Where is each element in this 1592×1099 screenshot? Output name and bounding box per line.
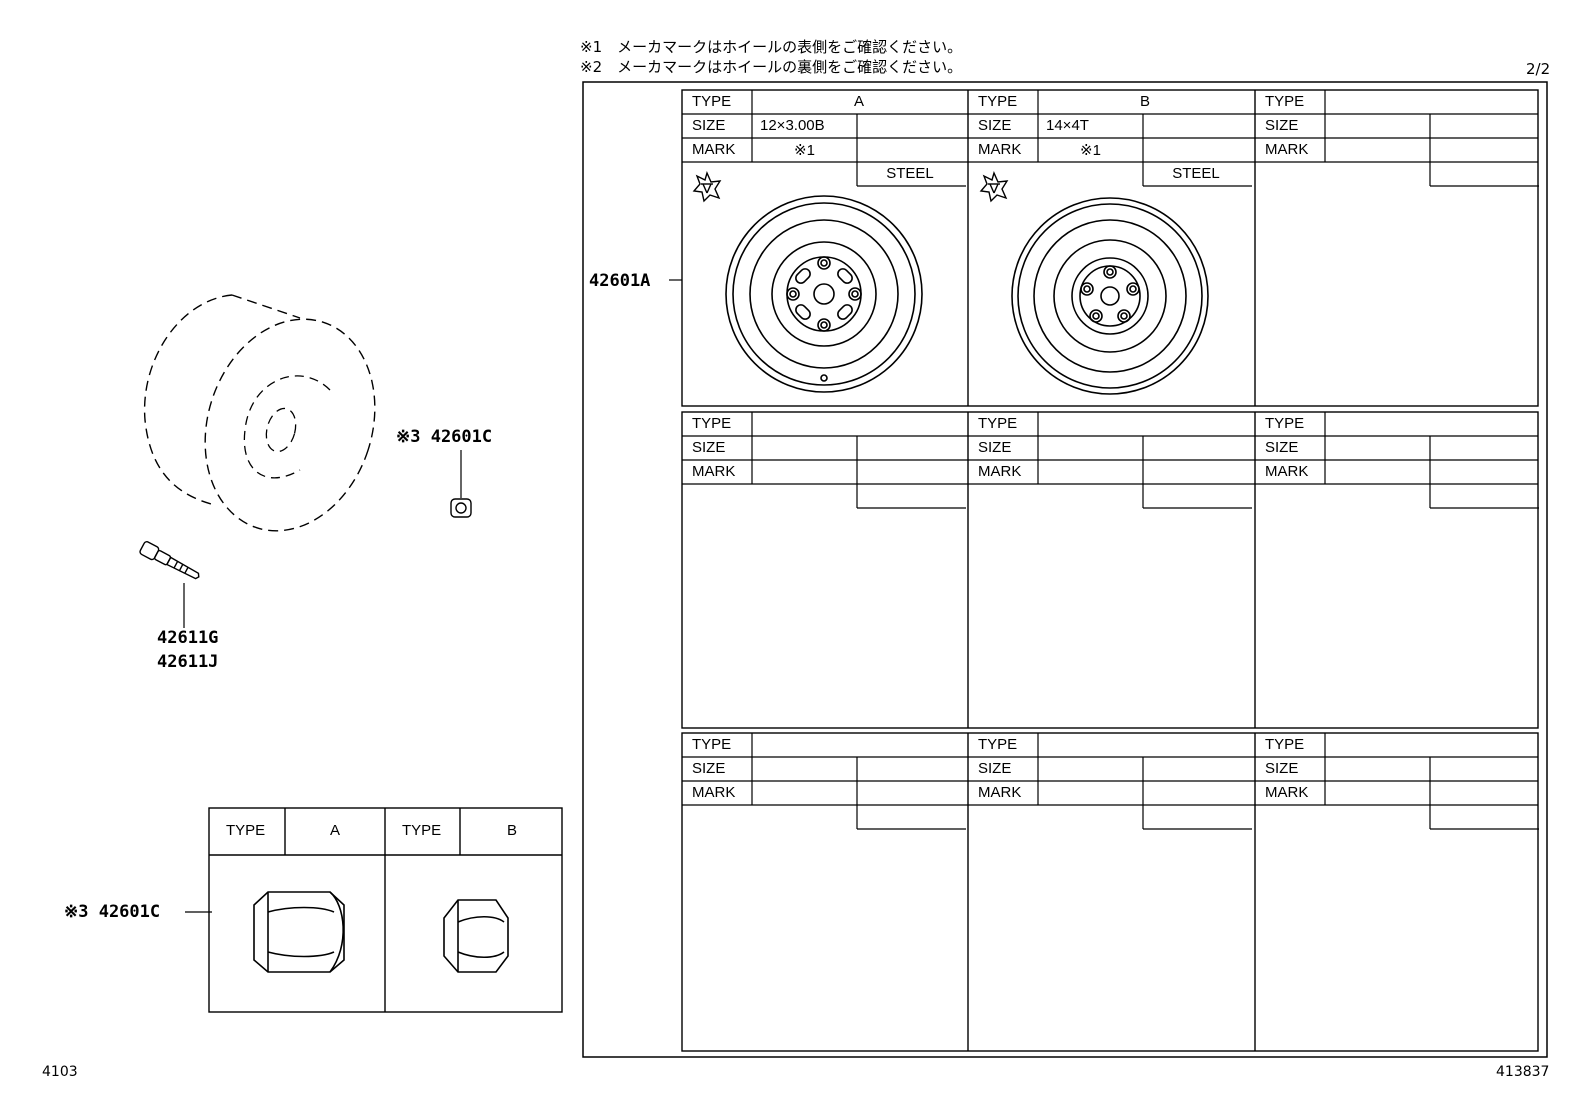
- cell-type-label: TYPE: [692, 93, 732, 110]
- cell-type-label: TYPE: [1265, 93, 1305, 110]
- cell-type-value: A: [853, 93, 864, 110]
- cell-mark-label: MARK: [692, 141, 736, 158]
- cell-mark-value: ※1: [1080, 142, 1101, 159]
- cell-mark-value: ※1: [794, 142, 815, 159]
- cell-type-label: TYPE: [978, 93, 1018, 110]
- cell-material-value: STEEL: [886, 165, 934, 182]
- cell-type-label: TYPE: [692, 415, 732, 432]
- part-number-nut-table[interactable]: ※3 42601C: [64, 902, 161, 922]
- cell-size-label: SIZE: [978, 439, 1012, 456]
- cell-size-label: SIZE: [978, 760, 1012, 777]
- wheel-b-drawing: [1011, 197, 1209, 395]
- cell-type-value: B: [1139, 93, 1150, 110]
- right-frame: [582, 81, 1548, 1058]
- nut-type-a-icon: [253, 891, 345, 973]
- cell-material-value: STEEL: [1172, 165, 1220, 182]
- cell-size-value: 14×4T: [1046, 117, 1089, 134]
- wheel-grid: [681, 89, 1539, 1052]
- note-2: ※2 メーカマークはホイールの裏側をご確認ください。: [580, 58, 963, 76]
- cell-mark-label: MARK: [692, 784, 736, 801]
- part-number-nut[interactable]: ※3 42601C: [396, 427, 493, 447]
- cell-size-label: SIZE: [692, 760, 726, 777]
- lug-nut-icon: [450, 498, 472, 518]
- tire-outline: [143, 294, 376, 532]
- wheel-hub-outline: [243, 375, 331, 479]
- cell-type-label: TYPE: [978, 736, 1018, 753]
- cell-type-label: TYPE: [978, 415, 1018, 432]
- footer-right-ref: 413837: [1496, 1064, 1550, 1080]
- page-number: 2/2: [1526, 60, 1551, 78]
- cell-size-label: SIZE: [1265, 760, 1299, 777]
- nut-table-type-label: TYPE: [226, 822, 266, 839]
- cell-size-value: 12×3.00B: [760, 117, 825, 134]
- footer-left-ref: 4103: [42, 1064, 78, 1080]
- nut-table-type-label: TYPE: [402, 822, 442, 839]
- cell-mark-label: MARK: [1265, 141, 1309, 158]
- cell-size-label: SIZE: [978, 117, 1012, 134]
- valve-stem-icon: [139, 541, 200, 580]
- wheel-a-drawing: [725, 195, 923, 393]
- cell-type-label: TYPE: [1265, 415, 1305, 432]
- note-1: ※1 メーカマークはホイールの表側をご確認ください。: [580, 38, 963, 56]
- cell-mark-label: MARK: [692, 463, 736, 480]
- cell-type-label: TYPE: [1265, 736, 1305, 753]
- cell-size-label: SIZE: [1265, 439, 1299, 456]
- part-number-valve-1[interactable]: 42611G: [157, 628, 219, 648]
- cell-mark-label: MARK: [978, 463, 1022, 480]
- nut-table-type-b: B: [507, 822, 518, 839]
- nut-table-type-a: A: [330, 822, 341, 839]
- part-number-wheel[interactable]: 42601A: [589, 271, 651, 291]
- cell-mark-label: MARK: [978, 784, 1022, 801]
- nut-type-b-icon: [443, 899, 509, 973]
- cell-size-label: SIZE: [692, 117, 726, 134]
- cell-mark-label: MARK: [1265, 463, 1309, 480]
- maker-mark-icon: [979, 170, 1009, 203]
- part-number-valve-2[interactable]: 42611J: [157, 652, 219, 672]
- nut-type-table: [208, 807, 563, 1013]
- cell-size-label: SIZE: [1265, 117, 1299, 134]
- cell-mark-label: MARK: [1265, 784, 1309, 801]
- cell-size-label: SIZE: [692, 439, 726, 456]
- maker-mark-icon: [692, 170, 722, 203]
- cell-mark-label: MARK: [978, 141, 1022, 158]
- cell-type-label: TYPE: [692, 736, 732, 753]
